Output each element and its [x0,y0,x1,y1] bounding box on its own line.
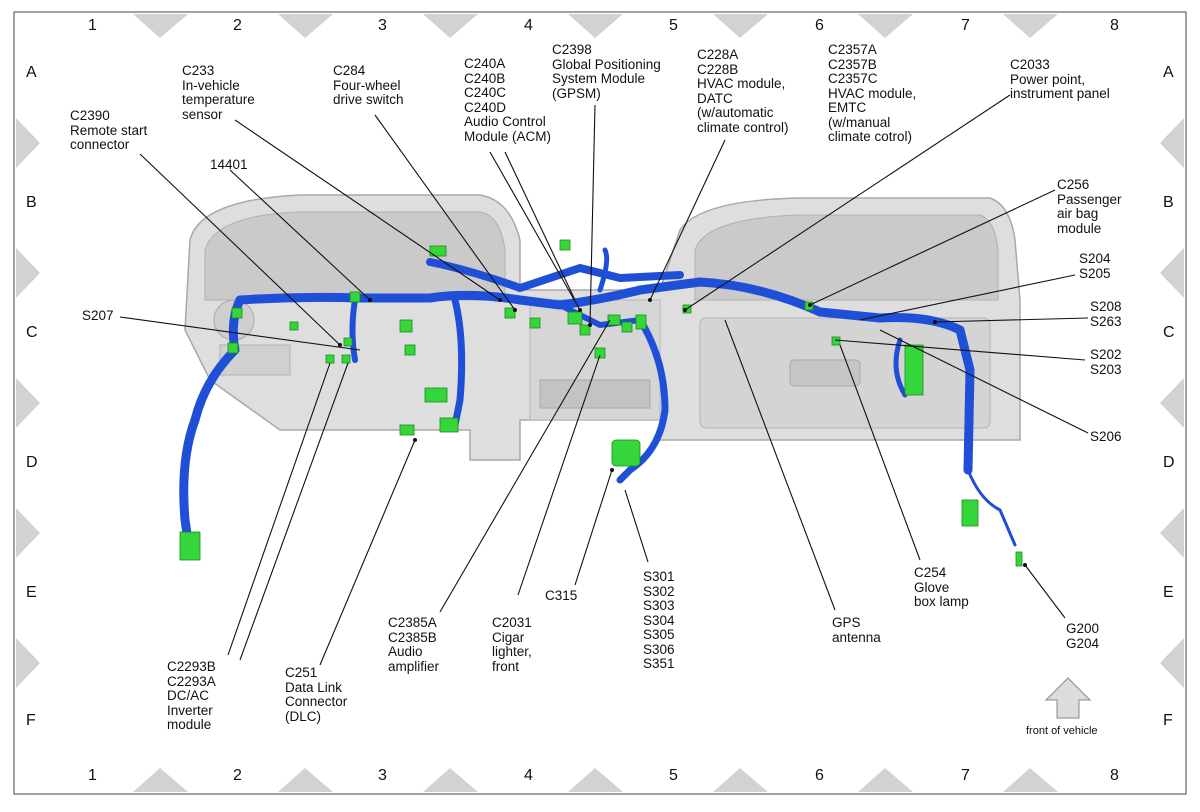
grid-row-c-right: C [1163,324,1175,341]
grid-col-8-bottom: 8 [1110,767,1119,784]
grid-col-4-top: 4 [524,17,533,34]
label-14401: 14401 [210,157,248,172]
connectors [179,239,1023,567]
grid-row-b-right: B [1163,194,1174,211]
grid-col-3-bottom: 3 [378,767,387,784]
grid-row-e-left: E [26,584,37,601]
outer-border [13,11,1187,795]
grid-row-f-right: F [1163,712,1173,729]
grid-col-2-bottom: 2 [233,767,242,784]
grid-triangles [16,14,1184,792]
grid-row-c-left: C [26,324,38,341]
grid-row-a-right: A [1163,64,1174,81]
front-arrow-icon [1044,677,1092,719]
grid-col-4-bottom: 4 [524,767,533,784]
grid-row-b-left: B [26,194,37,211]
grid-col-3-top: 3 [378,17,387,34]
grid-row-f-left: F [26,712,36,729]
arrow-heads [338,298,1027,567]
grid-row-a-left: A [26,64,37,81]
grid-col-7-top: 7 [961,17,970,34]
grid-col-7-bottom: 7 [961,767,970,784]
grid-row-d-right: D [1163,454,1175,471]
grid-col-5-top: 5 [669,17,678,34]
grid-col-5-bottom: 5 [669,767,678,784]
grid-col-2-top: 2 [233,17,242,34]
grid-col-6-top: 6 [815,17,824,34]
grid-row-e-right: E [1163,584,1174,601]
front-of-vehicle-label: front of vehicle [1026,725,1098,737]
grid-col-8-top: 8 [1110,17,1119,34]
grid-col-6-bottom: 6 [815,767,824,784]
label-s206: S206 [1090,429,1122,444]
grid-row-d-left: D [26,454,38,471]
label-c315: C315 [545,588,578,603]
label-s207: S207 [82,308,114,323]
grid-col-1-top: 1 [88,17,97,34]
grid-col-1-bottom: 1 [88,767,97,784]
leader-lines [119,94,1089,666]
